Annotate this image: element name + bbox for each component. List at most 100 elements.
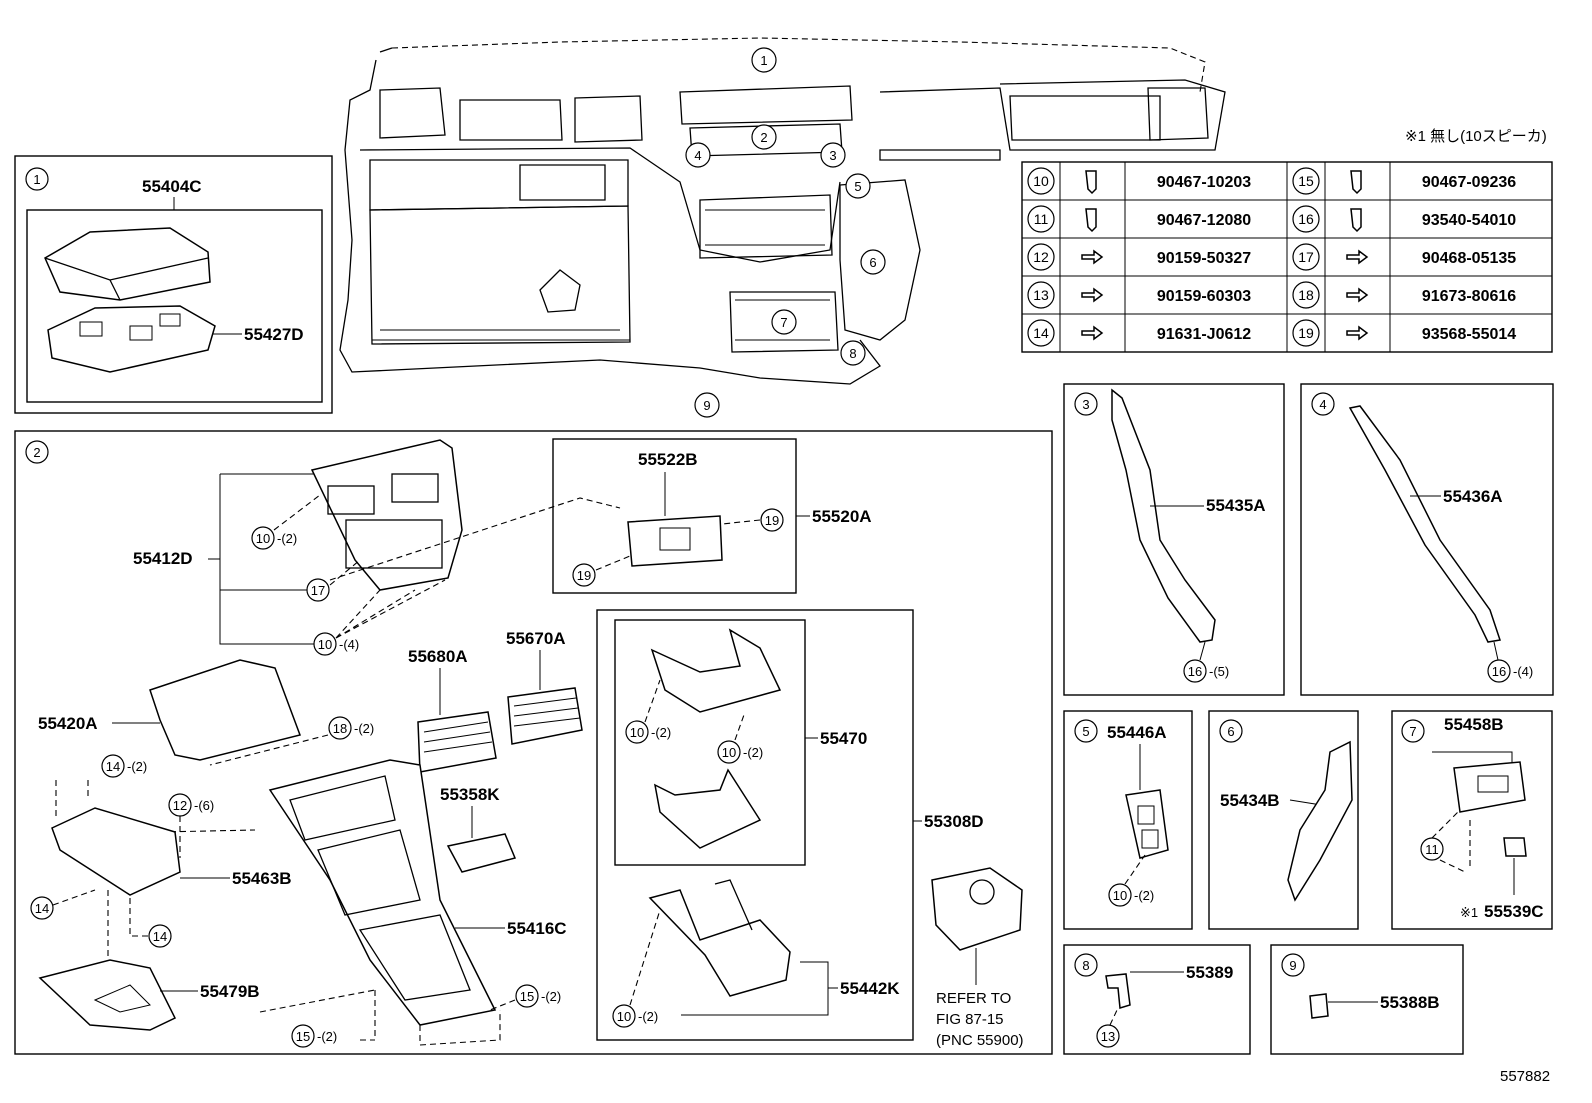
box-lid-drawing [648, 889, 791, 997]
box-3: 3 55435A 16 -(5) [1063, 383, 1285, 696]
box-9: 9 55388B [1270, 944, 1464, 1055]
box-7-ref: 7 [1409, 724, 1416, 739]
part-55446A: 55446A [1107, 723, 1167, 742]
callout-7 [771, 309, 797, 335]
callout-5 [845, 173, 871, 199]
box-5-ref: 5 [1082, 724, 1089, 739]
fastener-ref: 14 [1033, 325, 1049, 341]
qty-10-c: -(2) [651, 725, 671, 740]
ref-19-a: 19 [765, 513, 779, 528]
box-3-ref: 3 [1082, 397, 1089, 412]
fastener-ref: 19 [1298, 325, 1314, 341]
vent-left-drawing [417, 711, 497, 773]
fastener-part-number: 90467-12080 [1157, 212, 1251, 229]
ref-14-b: 14 [35, 901, 49, 916]
center-panel-drawing [310, 439, 463, 591]
callout-6-label: 6 [869, 255, 876, 270]
qty-14-a: -(2) [127, 759, 147, 774]
callout-3 [820, 142, 846, 168]
fastener-icon [1350, 170, 1362, 195]
callout-8-label: 8 [849, 346, 856, 361]
box-4-ref: 4 [1319, 397, 1326, 412]
clip-drawing [1309, 993, 1329, 1019]
box-6: 6 55434B [1208, 710, 1359, 930]
switch-bezel-drawing [1453, 761, 1526, 813]
refer-line-3: (PNC 55900) [936, 1032, 1024, 1049]
fastener-icon [1346, 249, 1369, 265]
qty-18: -(2) [354, 721, 374, 736]
fastener-part-number: 93568-55014 [1422, 326, 1516, 343]
qty-10-a: -(2) [277, 531, 297, 546]
fastener-ref: 18 [1298, 287, 1314, 303]
clock-unit-drawing [627, 515, 723, 567]
fastener-part-number: 90467-10203 [1157, 174, 1251, 191]
ref-10-c: 10 [630, 725, 644, 740]
ref-18: 18 [333, 721, 347, 736]
console-frame-drawing [268, 759, 497, 1026]
fastener-icon [1085, 208, 1097, 233]
qty-10-d: -(2) [743, 745, 763, 760]
fastener-part-number: 93540-54010 [1422, 212, 1516, 229]
fastener-ref: 10 [1033, 173, 1049, 189]
box-7-mark: ※1 [1460, 905, 1478, 920]
ref-12: 12 [173, 798, 187, 813]
fastener-ref-circle [1027, 319, 1055, 347]
qty-15-b: -(2) [541, 989, 561, 1004]
ref-17: 17 [311, 583, 325, 598]
callout-5-label: 5 [854, 179, 861, 194]
qty-10-e: -(2) [638, 1009, 658, 1024]
part-55434B: 55434B [1220, 791, 1280, 810]
main-callouts: 1 2 3 4 5 6 7 8 9 [685, 47, 886, 418]
part-55539C: 55539C [1484, 902, 1544, 921]
callout-7-label: 7 [780, 315, 787, 330]
fastener-ref: 15 [1298, 173, 1314, 189]
fastener-ref-circle [1027, 167, 1055, 195]
part-55308D: 55308D [924, 812, 984, 831]
part-55435A: 55435A [1206, 496, 1266, 515]
callout-2-label: 2 [760, 130, 767, 145]
box-2: 2 55412D 10 -(2) 17 10 -(4) 55522B 55520… [14, 430, 1053, 1055]
shift-plate-drawing [650, 628, 782, 713]
fastener-ref-circle [1292, 243, 1320, 271]
ref-10-b: 10 [318, 637, 332, 652]
bracket-drawing [149, 659, 301, 761]
box-3-fastener: 16 [1188, 664, 1202, 679]
fastener-icon [1081, 287, 1104, 303]
fastener-ref: 16 [1298, 211, 1314, 227]
part-55479B: 55479B [200, 982, 260, 1001]
box-5-qty: -(2) [1134, 888, 1154, 903]
fastener-part-number: 90159-50327 [1157, 250, 1251, 267]
ref-10-e: 10 [617, 1009, 631, 1024]
callout-1 [751, 47, 777, 73]
callout-9 [694, 392, 720, 418]
lid-inner-drawing [47, 305, 216, 373]
callout-2 [751, 124, 777, 150]
box-8-ref: 8 [1082, 958, 1089, 973]
box-9-ref: 9 [1289, 958, 1296, 973]
fastener-row: 14 91631-J0612 [1027, 319, 1251, 347]
part-55470: 55470 [820, 729, 867, 748]
ref-14-a: 14 [106, 759, 120, 774]
part-55442K: 55442K [840, 979, 900, 998]
fastener-icon [1081, 325, 1104, 341]
box-1-ref: 1 [33, 172, 40, 187]
qty-15-a: -(2) [317, 1029, 337, 1044]
box-4: 4 55436A 16 -(4) [1300, 383, 1554, 696]
fastener-ref-circle [1027, 243, 1055, 271]
callout-4-label: 4 [694, 148, 701, 163]
lower-bracket-drawing [51, 807, 181, 896]
box-3-qty: -(5) [1209, 664, 1229, 679]
ref-10-d: 10 [722, 745, 736, 760]
fastener-part-number: 90467-09236 [1422, 174, 1516, 191]
part-55358K: 55358K [440, 785, 500, 804]
shift-trim-drawing [653, 768, 762, 849]
fastener-ref-circle [1292, 167, 1320, 195]
part-55420A: 55420A [38, 714, 98, 733]
box-5-fastener: 10 [1113, 888, 1127, 903]
fastener-part-number: 91631-J0612 [1157, 326, 1251, 343]
